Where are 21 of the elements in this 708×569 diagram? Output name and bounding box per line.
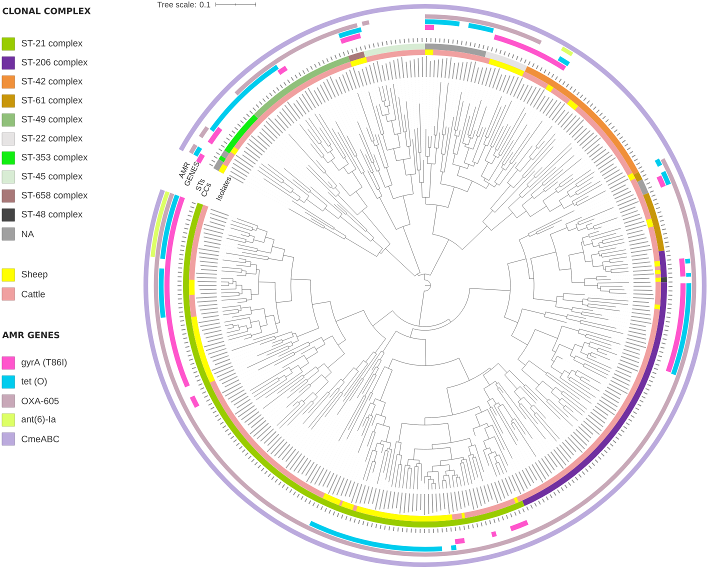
- legend-label: ST-206 complex: [22, 58, 88, 68]
- legend-label: Cattle: [22, 290, 45, 298]
- legend-heading: CLONAL COMPLEX: [2, 8, 91, 14]
- legend-label: ST-61 complex: [22, 96, 82, 106]
- legend-label: ST-658 complex: [22, 192, 88, 200]
- legend-label: ant(6)-Ia: [22, 416, 56, 424]
- legend-label: ST-22 complex: [22, 134, 82, 144]
- legend-label: ST-21 complex: [22, 40, 82, 48]
- legend-label: gyrA (T86I): [22, 358, 67, 368]
- legend-label: NA: [22, 230, 34, 238]
- legend-label: CmeABC: [22, 436, 60, 442]
- legend-label: ST-353 complex: [22, 154, 88, 162]
- legend-label: OXA-605: [22, 398, 59, 404]
- legend-label: ST-42 complex: [22, 78, 82, 86]
- scale-label: Tree scale: 0.1: [157, 2, 210, 8]
- legend-heading: AMR GENES: [2, 332, 60, 338]
- legend-label: ST-49 complex: [22, 116, 82, 124]
- legend-label: ST-45 complex: [22, 172, 82, 182]
- legend-label: ST-48 complex: [22, 210, 82, 220]
- legend-label: tet (O): [21, 378, 47, 386]
- legend-label: Sheep: [22, 270, 48, 280]
